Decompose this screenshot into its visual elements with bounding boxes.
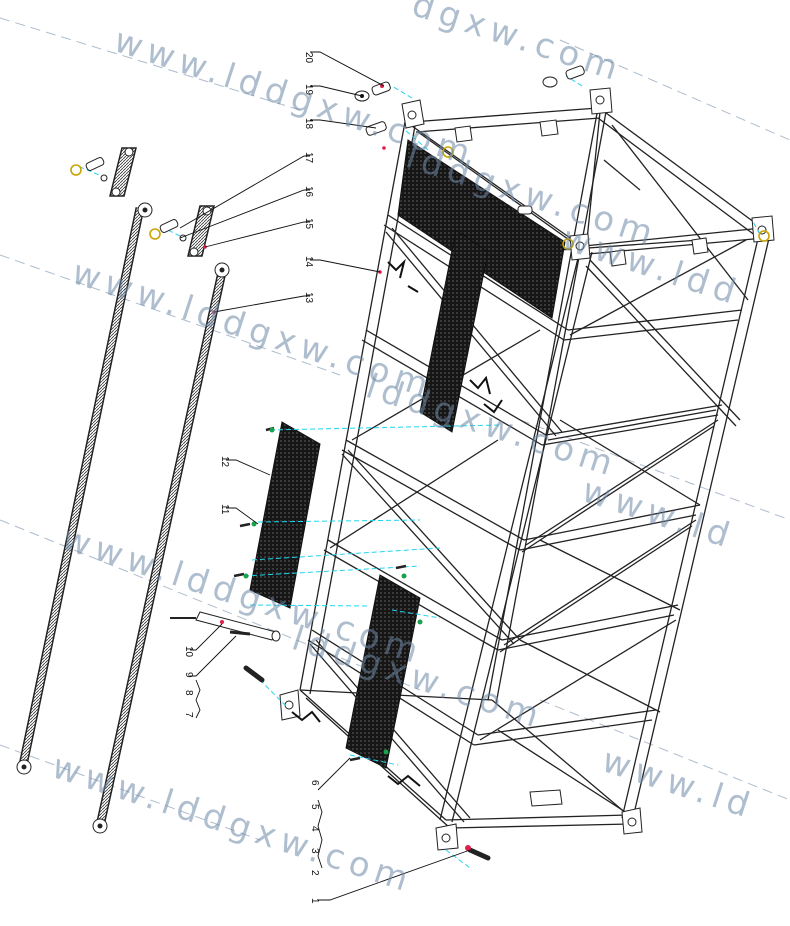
- link-plate-upper: [109, 147, 137, 197]
- tower-section-frame: [299, 107, 771, 829]
- pin-18: [365, 121, 387, 136]
- callout-5: 5: [309, 804, 320, 810]
- top-bracket-clips: [454, 119, 709, 807]
- watermark-10: www.ld: [597, 741, 760, 828]
- watermark-1: dgxw.com: [407, 0, 628, 90]
- shackle-bottom: [465, 845, 491, 861]
- callout-11: 11: [219, 504, 230, 515]
- side-mesh-panel-12: [249, 421, 321, 609]
- top-walkway-grating: [397, 139, 566, 433]
- callout-8: 8: [183, 690, 194, 696]
- callout-13: 13: [303, 292, 314, 304]
- shackle-bottom-left: [243, 665, 265, 683]
- callout-18: 18: [303, 118, 314, 130]
- tie-rod-left: [16, 202, 153, 775]
- pin-17: [149, 219, 187, 242]
- panel-bolts: [233, 426, 423, 762]
- frame-top-pins: [442, 146, 770, 250]
- bottom-front-lug: [435, 823, 459, 851]
- callout-17: 17: [303, 152, 314, 164]
- callout-numbers: 20 19 18 17 16 15 14 13 12 11 10 9 8 7 6…: [183, 52, 320, 904]
- callout-6: 6: [309, 780, 320, 786]
- callout-14: 14: [303, 256, 314, 268]
- bolt-9: [229, 630, 251, 636]
- link-plate-15: [187, 205, 215, 257]
- top-left-lug: [401, 99, 425, 129]
- callout-9: 9: [183, 672, 194, 678]
- callout-20: 20: [303, 52, 314, 64]
- callout-7: 7: [183, 712, 194, 718]
- bottom-left-lug: [279, 689, 301, 721]
- callout-2: 2: [309, 870, 320, 876]
- bottom-right-lug: [621, 807, 643, 835]
- tie-rod-right-13: [92, 262, 230, 834]
- red-markers: [203, 146, 386, 314]
- top-back-pin: [542, 65, 585, 88]
- upper-link-pin: [70, 157, 108, 182]
- watermarks: dgxw.com www.lddgxw.com lddgxw.com www.l…: [47, 0, 760, 901]
- callout-19: 19: [303, 84, 314, 96]
- top-right-lug: [751, 215, 775, 243]
- pin-20: [371, 81, 391, 96]
- top-front-lug: [569, 233, 591, 261]
- callout-1: 1: [309, 898, 320, 904]
- callout-leaders: [179, 51, 471, 901]
- callout-3: 3: [309, 848, 320, 854]
- watermark-6: lddgxw.com: [361, 367, 623, 486]
- front-mesh-panel: [345, 574, 421, 769]
- callout-10: 10: [183, 646, 194, 658]
- pin-10: [170, 611, 281, 642]
- callout-4: 4: [309, 826, 320, 832]
- hinge-clips: [291, 258, 503, 787]
- callout-15: 15: [303, 218, 314, 230]
- watermark-guide-lines: [0, 17, 790, 841]
- callout-16: 16: [303, 186, 314, 198]
- top-back-lug: [589, 87, 613, 115]
- callout-12: 12: [219, 456, 230, 468]
